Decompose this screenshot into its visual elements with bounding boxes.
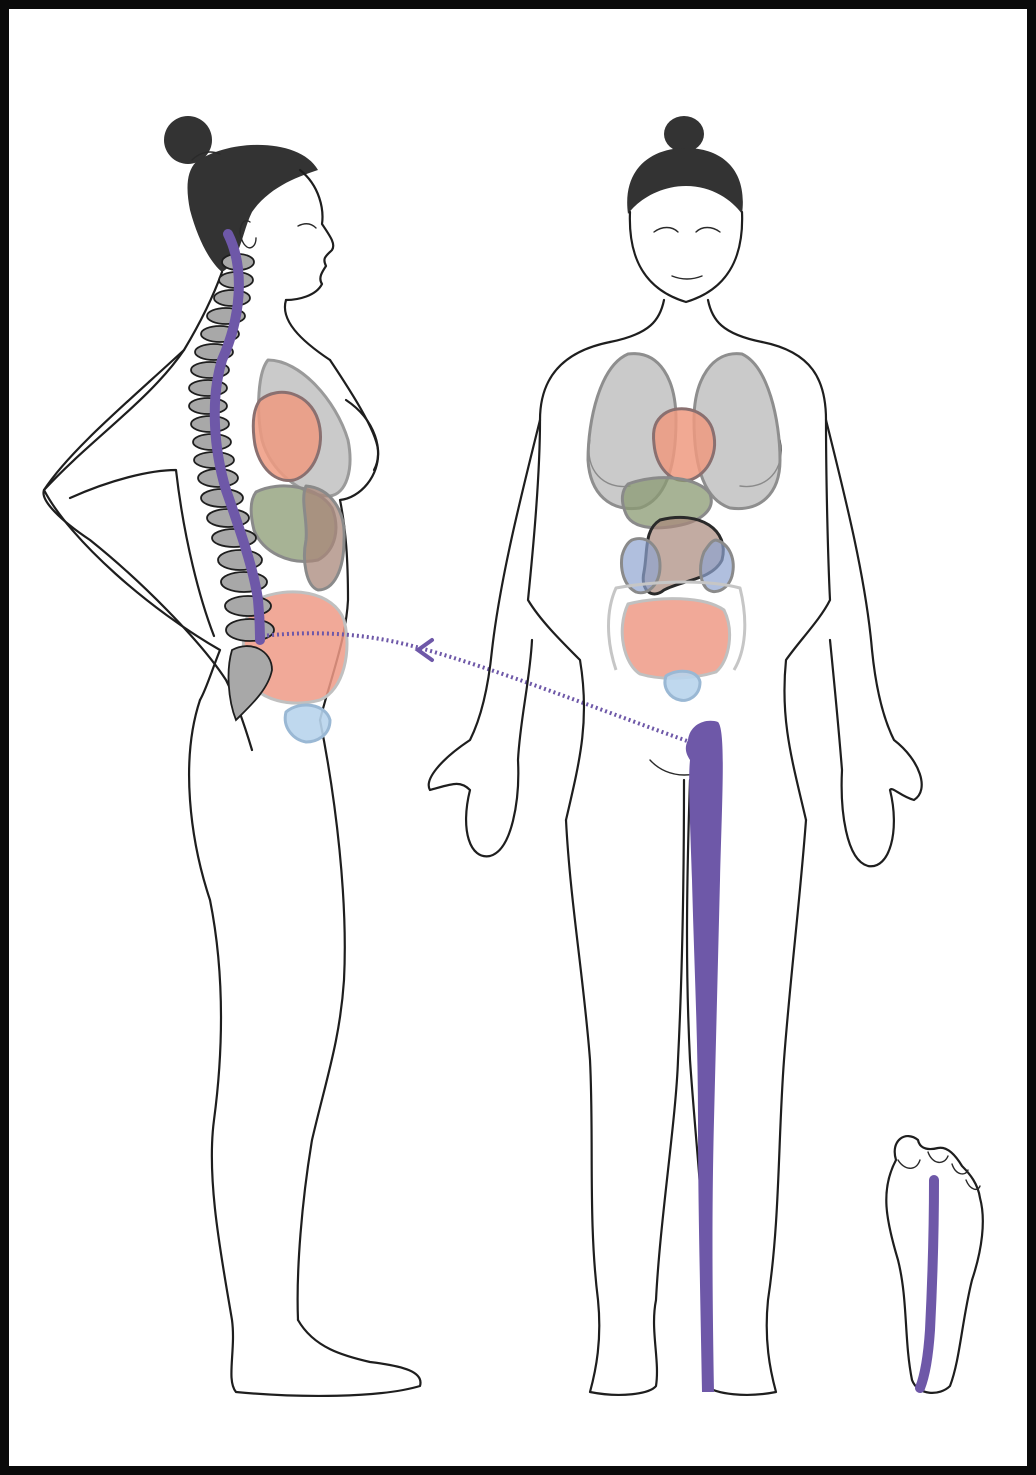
front-heart <box>653 409 714 481</box>
front-left-eye <box>654 228 678 233</box>
foot-sole <box>886 1136 983 1393</box>
front-hair <box>627 148 743 214</box>
front-bladder <box>665 671 700 700</box>
front-face-outline <box>630 212 742 302</box>
side-stomach <box>304 486 344 590</box>
front-small-intestine <box>622 599 729 679</box>
side-forearm <box>70 470 214 636</box>
side-view-figure <box>43 116 420 1396</box>
side-heart <box>253 392 320 480</box>
front-hair-bun <box>664 116 704 152</box>
front-right-eye <box>696 228 720 233</box>
front-mouth <box>672 276 702 279</box>
connecting-arrowhead <box>418 640 432 660</box>
side-back-outline <box>44 272 222 700</box>
side-bladder <box>285 705 330 742</box>
front-left-leg <box>566 780 684 1395</box>
front-right-arm <box>826 420 922 866</box>
front-view-figure <box>429 116 922 1395</box>
side-eye <box>298 224 316 228</box>
foot-toe-2 <box>928 1152 948 1162</box>
foot-big-toe <box>898 1160 920 1168</box>
side-leg-front <box>298 720 345 1320</box>
front-left-arm <box>429 420 540 856</box>
side-neck-front <box>285 300 330 360</box>
side-hair <box>188 145 318 272</box>
foot-meridian <box>920 1180 934 1388</box>
front-neck <box>610 300 762 342</box>
side-face-outline <box>286 170 333 300</box>
front-leg-meridian <box>686 721 723 1392</box>
side-leg-back <box>189 700 420 1396</box>
